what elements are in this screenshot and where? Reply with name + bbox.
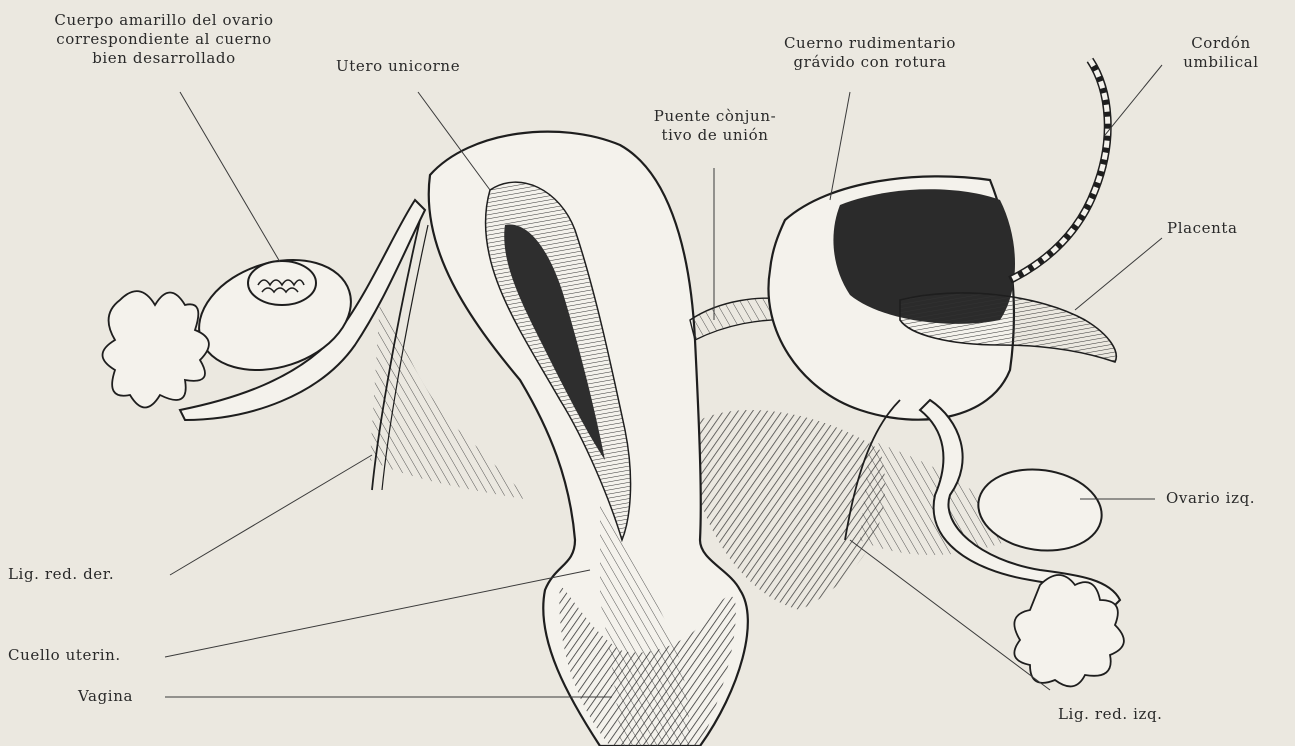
label-corpus-luteum-line2: correspondiente al cuerno [14, 30, 314, 49]
label-bridge-line1: Puente cònjun- [640, 107, 790, 126]
label-corpus-luteum-line1: Cuerpo amarillo del ovario [14, 11, 314, 30]
label-bridge: Puente cònjun- tivo de unión [640, 107, 790, 145]
label-rudimentary-horn-line1: Cuerno rudimentario [745, 34, 995, 53]
label-corpus-luteum-line3: bien desarrollado [14, 49, 314, 68]
label-rudimentary-horn: Cuerno rudimentario grávido con rotura [745, 34, 995, 72]
label-corpus-luteum: Cuerpo amarillo del ovario correspondien… [14, 11, 314, 68]
label-umbilical-cord-line2: umbilical [1165, 53, 1277, 72]
label-left-ovary: Ovario izq. [1166, 489, 1255, 508]
label-right-round-ligament: Lig. red. der. [8, 565, 114, 584]
umbilical-cord [1010, 60, 1108, 280]
label-bridge-line2: tivo de unión [640, 126, 790, 145]
label-uterus: Utero unicorne [336, 57, 460, 76]
label-placenta: Placenta [1167, 219, 1238, 238]
label-umbilical-cord-line1: Cordón [1165, 34, 1277, 53]
label-vagina: Vagina [78, 687, 133, 706]
label-left-round-ligament: Lig. red. izq. [1058, 705, 1163, 724]
label-cervix: Cuello uterin. [8, 646, 121, 665]
label-rudimentary-horn-line2: grávido con rotura [745, 53, 995, 72]
corpus-luteum [248, 261, 316, 305]
label-umbilical-cord: Cordón umbilical [1165, 34, 1277, 72]
right-fimbriae [103, 291, 209, 407]
